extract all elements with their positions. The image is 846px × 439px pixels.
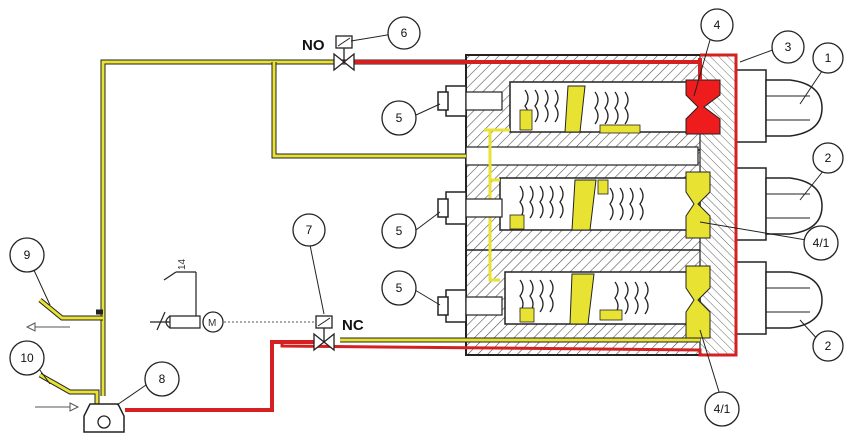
label-nc: NC [342,317,364,334]
svg-text:5: 5 [396,281,403,295]
svg-text:5: 5 [396,111,403,125]
svg-text:8: 8 [159,372,166,386]
flow-arrow-out [25,322,70,332]
leader-lines [32,33,829,406]
svg-text:5: 5 [396,224,403,238]
actuator-middle [735,167,823,241]
svg-text:4: 4 [714,18,721,32]
flow-arrow-in [35,402,80,412]
motor-assembly [150,271,316,333]
svg-text:9: 9 [24,248,31,262]
callout-6: 6 [387,16,421,50]
actuator-top [735,69,823,143]
callout-5-middle: 5 [381,213,417,249]
cartridge-middle [499,171,711,239]
callout-4: 4 [700,8,734,42]
valve-normally-closed [313,315,335,352]
svg-text:3: 3 [785,40,792,54]
svg-text:2: 2 [825,151,832,165]
internal-return-channels [484,128,510,282]
plug-bolt-middle [437,191,503,225]
motor-label: M [208,318,216,329]
pump-fitting [83,403,125,433]
label-no: NO [302,37,325,54]
callout-7: 7 [292,213,326,247]
callout-2-upper: 2 [812,142,844,174]
port-lines [38,298,103,404]
plug-bolt-top [437,85,503,117]
callout-1: 1 [812,42,844,74]
svg-text:2: 2 [825,339,832,353]
svg-text:6: 6 [401,26,408,40]
callout-5-top: 5 [381,100,417,136]
callout-3: 3 [771,30,805,64]
pressure-line [125,53,738,412]
plug-bolt-bottom [437,289,503,323]
cartridge-bottom [504,265,711,339]
callout-2-lower: 2 [812,330,844,362]
valve-normally-open [333,35,355,72]
label-14: 14 [177,258,188,270]
callout-8: 8 [144,361,180,397]
callout-9: 9 [9,237,45,273]
cartridge-top [509,58,721,135]
callout-4-1-lower: 4/1 [704,391,740,427]
svg-text:7: 7 [306,223,313,237]
svg-text:1: 1 [825,51,832,65]
callout-5-bottom: 5 [381,270,417,306]
callout-4-1-upper: 4/1 [803,225,839,261]
svg-text:4/1: 4/1 [714,402,731,416]
actuator-bottom [735,261,823,335]
svg-text:10: 10 [20,351,34,365]
callout-10: 10 [9,340,45,376]
svg-text:4/1: 4/1 [813,236,830,250]
